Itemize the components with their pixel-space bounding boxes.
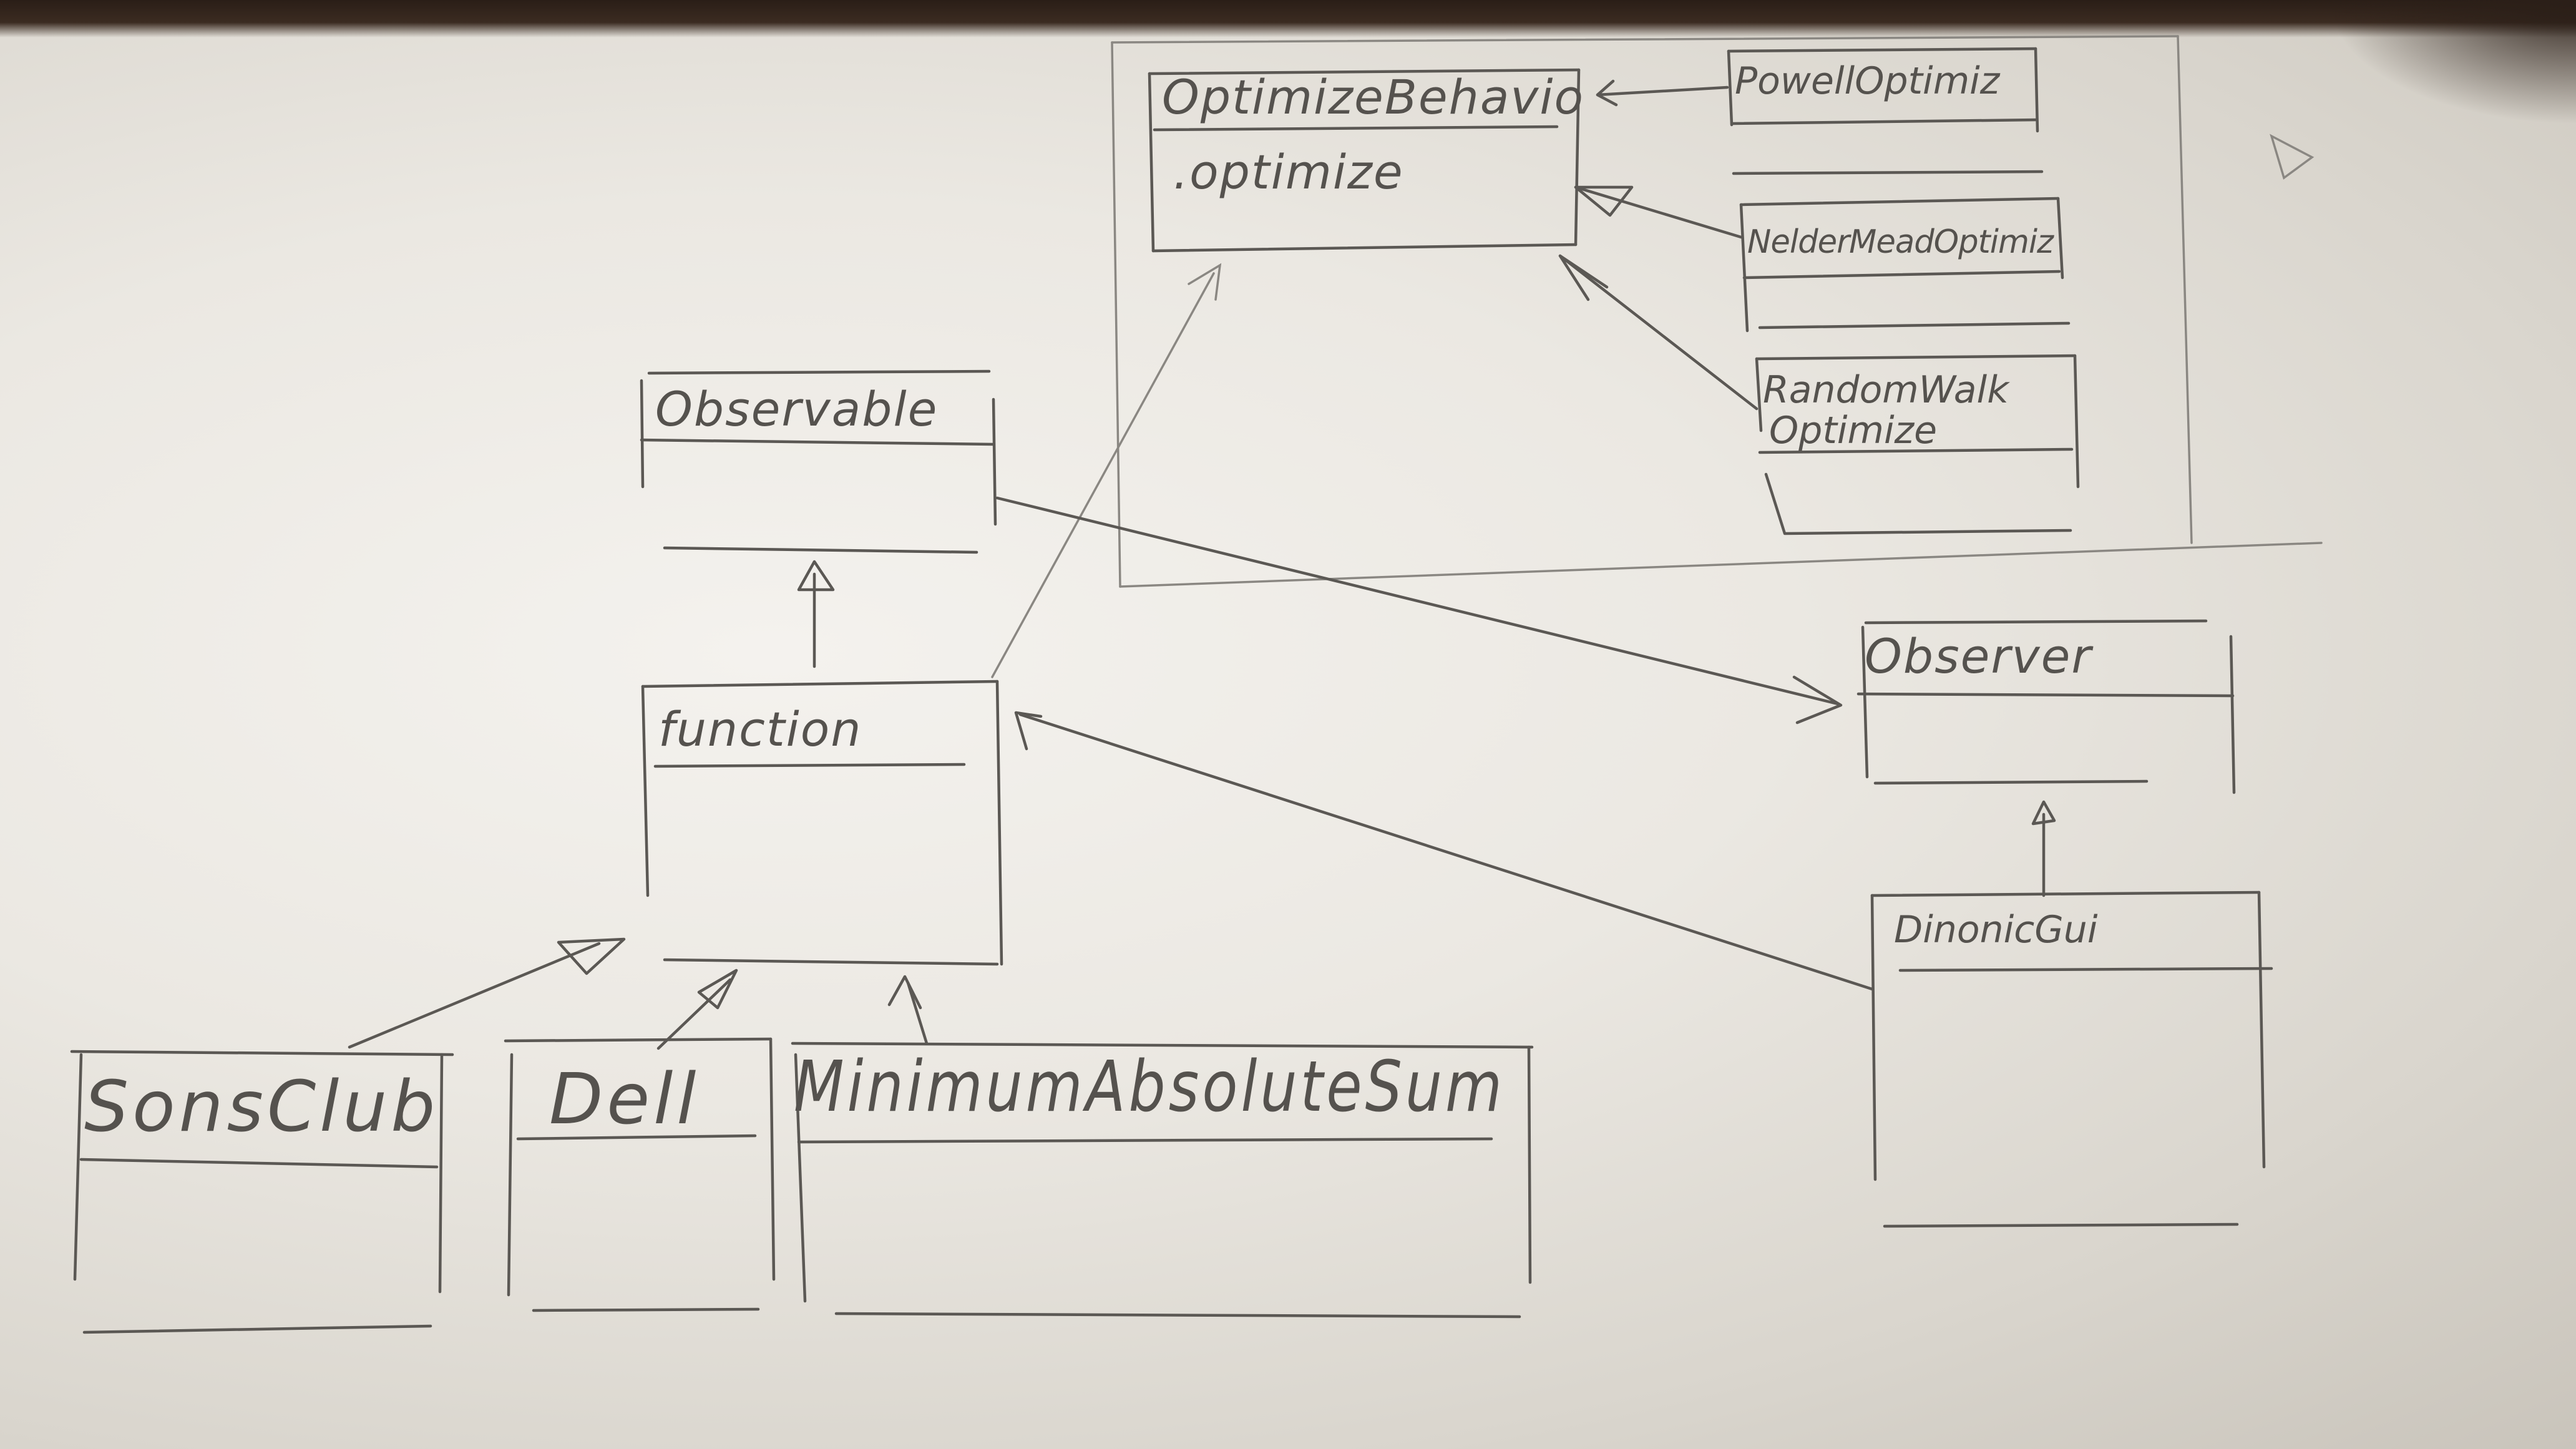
minimum-absolute-sum-name: MinimumAbsoluteSum — [794, 1046, 1505, 1128]
optimize-method: .optimize — [1173, 144, 1404, 200]
subclass-inheritance-arrows — [348, 937, 929, 1050]
sons-club-name: SonsClub — [84, 1066, 439, 1148]
optimize-behaviour-name: OptimizeBehavio — [1162, 69, 1584, 125]
class-nelder-mead-optimizer: NelderMeadOptimiz — [1739, 197, 2071, 333]
table-edge-top — [0, 0, 2576, 37]
class-powell-optimizer: PowellOptimiz — [1727, 47, 2044, 175]
class-dynamic-gui: DinonicGui — [1870, 890, 2273, 1228]
function-name: function — [658, 701, 862, 757]
class-sons-club: SonsClub — [70, 1050, 454, 1334]
class-random-walk-optimizer: RandomWalk Optimize — [1755, 354, 2080, 535]
table-edge-corner — [2326, 0, 2576, 125]
observer-name: Observer — [1865, 628, 2094, 684]
class-observable: Observable — [640, 369, 997, 554]
random-walk-name-line2: Optimize — [1769, 409, 1937, 452]
powell-name: PowellOptimiz — [1735, 59, 2001, 103]
function-extends-observable — [797, 560, 835, 668]
dynamic-gui-uses-function — [1014, 711, 1874, 991]
observable-name: Observable — [655, 381, 938, 437]
realization-arrows — [1558, 79, 1759, 411]
optimizer-package-frame — [1111, 35, 2323, 588]
function-uses-optimizer — [991, 263, 1222, 678]
dell-name: Dell — [549, 1059, 700, 1140]
class-dell: Dell — [504, 1037, 776, 1312]
class-observer: Observer — [1856, 619, 2236, 794]
class-function: function — [641, 680, 1003, 966]
class-optimize-behaviour: OptimizeBehavio .optimize — [1148, 68, 1584, 253]
class-minimum-absolute-sum: MinimumAbsoluteSum — [791, 1042, 1534, 1319]
dynamic-gui-name: DinonicGui — [1894, 908, 2098, 952]
nelder-mead-name: NelderMeadOptimiz — [1747, 223, 2055, 261]
observable-notifies-observer — [995, 496, 1843, 724]
random-walk-name-line1: RandomWalk — [1763, 368, 2010, 412]
dynamic-gui-implements-observer — [2031, 800, 2056, 897]
